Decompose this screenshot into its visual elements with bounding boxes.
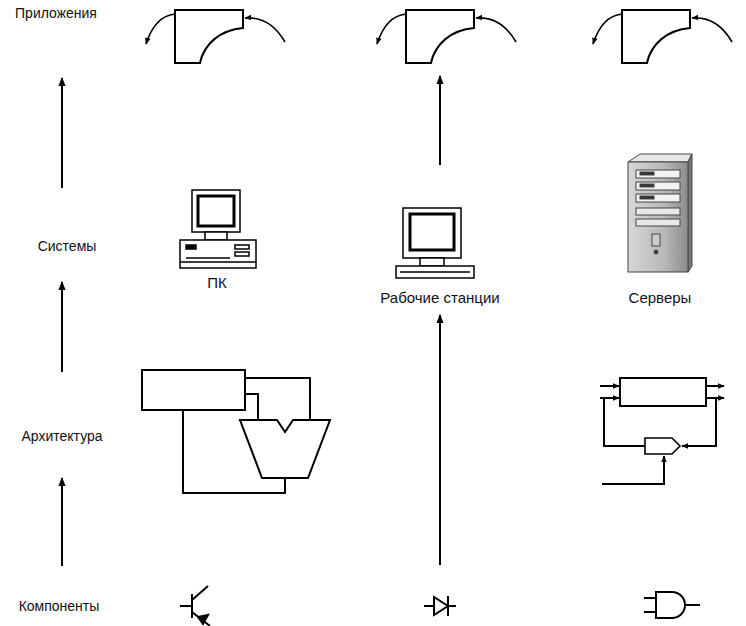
workstation-icon xyxy=(396,266,474,278)
level-arrow xyxy=(439,76,441,165)
datapath-architecture xyxy=(706,385,724,387)
server-icon xyxy=(652,234,660,246)
pc-icon xyxy=(186,257,230,259)
and-gate-symbol xyxy=(644,592,700,618)
application-arrow xyxy=(245,18,285,42)
pc-icon xyxy=(235,252,249,256)
datapath-architecture xyxy=(602,456,664,484)
application-arrow xyxy=(593,14,622,44)
application-symbol xyxy=(622,10,690,63)
pc-icon xyxy=(198,196,234,226)
server-icon xyxy=(640,184,654,187)
cpu-architecture xyxy=(142,370,245,410)
level-arrow xyxy=(61,78,63,188)
cpu-architecture xyxy=(183,410,285,493)
diode-symbol xyxy=(424,596,456,616)
level-label: Архитектура xyxy=(21,428,102,445)
server-icon xyxy=(636,208,680,215)
transistor-symbol xyxy=(192,586,208,600)
pc-icon xyxy=(180,190,256,268)
level-arrow xyxy=(61,478,63,566)
level-arrow xyxy=(439,315,441,565)
cpu-architecture xyxy=(142,370,330,493)
pc-icon xyxy=(205,232,227,240)
and-gate-symbol xyxy=(656,592,685,618)
cpu-architecture xyxy=(245,378,310,420)
application-arrow xyxy=(146,14,175,44)
system-label: Рабочие станции xyxy=(380,289,499,307)
server-icon xyxy=(654,250,658,254)
application-arrow xyxy=(146,14,732,44)
cpu-architecture xyxy=(245,394,258,420)
pc-icon xyxy=(235,245,249,249)
pc-icon xyxy=(186,245,196,249)
and-gate-symbol xyxy=(685,604,700,606)
application-symbol xyxy=(406,10,474,63)
server-icon xyxy=(628,154,692,162)
and-gate-symbol xyxy=(644,597,656,599)
server-icon xyxy=(636,219,680,226)
level-label: Системы xyxy=(38,238,97,255)
level-label: Компоненты xyxy=(19,598,100,615)
workstation-icon xyxy=(420,258,444,266)
application-arrow xyxy=(377,14,406,44)
pc-icon xyxy=(192,190,240,232)
transistor-symbol xyxy=(192,612,210,626)
pc-icon xyxy=(180,261,256,263)
diode-symbol xyxy=(434,597,448,615)
application-arrow xyxy=(476,18,516,42)
transistor-symbol xyxy=(198,615,208,624)
system-label: ПК xyxy=(207,274,227,292)
application-symbol xyxy=(175,10,690,63)
server-icon xyxy=(628,162,688,272)
datapath-architecture xyxy=(600,385,619,387)
and-gate-symbol xyxy=(644,611,656,613)
application-symbol xyxy=(175,10,243,63)
workstation-icon xyxy=(410,214,454,250)
level-arrow xyxy=(61,282,63,372)
workstation-icon xyxy=(396,208,474,278)
cpu-architecture xyxy=(240,420,330,478)
level-arrow xyxy=(62,76,440,566)
datapath-architecture xyxy=(645,438,680,454)
datapath-architecture xyxy=(620,378,706,406)
transistor-symbol xyxy=(180,605,192,607)
transistor-symbol xyxy=(180,586,210,626)
datapath-architecture xyxy=(600,378,724,484)
application-arrow xyxy=(692,18,732,42)
pc-icon xyxy=(180,240,256,268)
server-icon xyxy=(640,196,654,199)
datapath-architecture xyxy=(600,397,619,399)
server-icon xyxy=(636,182,680,190)
system-label: Серверы xyxy=(629,289,692,307)
server-icon xyxy=(628,154,692,272)
server-icon xyxy=(636,170,680,178)
server-icon xyxy=(640,172,654,175)
diode-symbol xyxy=(447,596,449,616)
level-label: Приложения xyxy=(15,5,97,22)
datapath-architecture xyxy=(682,398,716,446)
server-icon xyxy=(636,194,680,202)
workstation-icon xyxy=(400,271,470,273)
datapath-architecture xyxy=(604,398,645,446)
server-icon xyxy=(688,154,692,272)
workstation-icon xyxy=(403,208,461,258)
